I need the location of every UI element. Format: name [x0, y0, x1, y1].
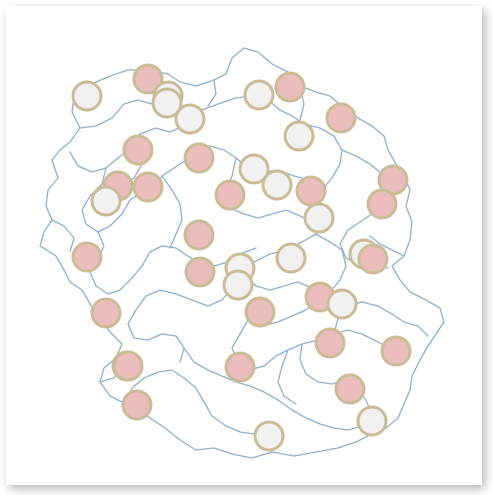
white-bead — [285, 122, 313, 150]
polymer-chain — [278, 350, 296, 404]
pink-bead — [246, 298, 274, 326]
white-bead — [305, 204, 333, 232]
pink-bead — [336, 375, 364, 403]
white-bead — [328, 290, 356, 318]
white-bead — [176, 105, 204, 133]
white-bead — [245, 81, 273, 109]
pink-bead — [134, 173, 162, 201]
pink-bead — [73, 243, 101, 271]
pink-bead — [359, 245, 387, 273]
white-bead — [224, 271, 252, 299]
pink-bead — [185, 221, 213, 249]
polymer-chain — [162, 176, 182, 248]
white-bead — [358, 407, 386, 435]
pink-bead — [216, 181, 244, 209]
pink-bead — [114, 352, 142, 380]
white-bead — [255, 422, 283, 450]
pink-bead — [124, 136, 152, 164]
white-bead — [73, 82, 101, 110]
pink-bead — [185, 144, 213, 172]
pink-bead — [276, 73, 304, 101]
polymer-chain — [208, 80, 216, 106]
pink-bead — [368, 190, 396, 218]
pink-bead — [297, 177, 325, 205]
pink-bead — [382, 337, 410, 365]
pink-bead — [226, 353, 254, 381]
white-bead — [92, 187, 120, 215]
pink-bead — [316, 329, 344, 357]
beads — [73, 65, 410, 450]
pink-bead — [92, 299, 120, 327]
pink-bead — [327, 104, 355, 132]
polymer-chain — [52, 220, 74, 252]
white-bead — [277, 244, 305, 272]
pink-bead — [186, 258, 214, 286]
white-bead — [263, 171, 291, 199]
pink-bead — [123, 391, 151, 419]
